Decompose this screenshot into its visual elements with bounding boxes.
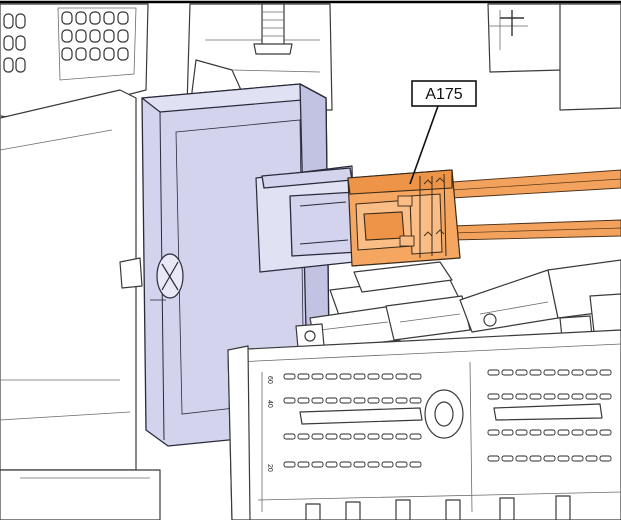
pin-row-label-20: 20 <box>266 464 273 472</box>
harness-clips <box>295 259 621 351</box>
pin-row-right-4 <box>487 455 612 462</box>
vent-grille-panel <box>0 3 149 121</box>
ecm-connector-block: 60 40 20 <box>227 329 621 520</box>
pin-row-label-40: 40 <box>266 400 273 408</box>
pin-row-label-60: 60 <box>266 376 273 384</box>
pin-row-left-3 <box>283 433 422 440</box>
callout-label: A175 <box>425 86 462 103</box>
module-connector-header <box>255 165 359 273</box>
pin-row-right-1 <box>487 369 612 376</box>
pin-row-left-2 <box>283 397 422 404</box>
pin-row-right-3 <box>487 429 612 436</box>
pin-row-right-2 <box>487 393 612 400</box>
left-frame-structure <box>0 89 161 520</box>
callout-box <box>411 80 477 107</box>
pin-row-left-1 <box>283 373 422 380</box>
wire-harness <box>451 169 621 241</box>
connector-a175 <box>347 169 461 267</box>
callout-a175: A175 <box>409 80 477 185</box>
top-right-bracket <box>487 3 621 111</box>
callout-leader-line <box>409 105 439 185</box>
pin-row-left-4 <box>283 461 422 468</box>
